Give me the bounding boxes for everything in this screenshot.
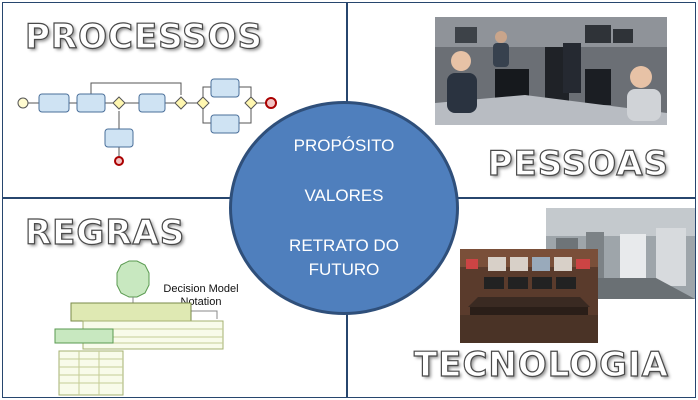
bpmn-diagram [17, 78, 277, 166]
center-circle: PROPÓSITO VALORES RETRATO DO FUTURO [229, 101, 459, 315]
center-retrato-line2: FUTURO [308, 260, 380, 279]
dmn-diagram [54, 260, 224, 396]
control-room-photo [460, 249, 598, 343]
pessoas-title: PESSOAS [487, 143, 669, 184]
center-retrato-line1: RETRATO DO [289, 236, 399, 255]
center-proposito: PROPÓSITO [293, 136, 395, 155]
factory-photo [546, 208, 695, 299]
office-photo [435, 17, 667, 125]
center-valores: VALORES [304, 186, 384, 205]
quadrant-tecnologia: TECNOLOGIA [347, 198, 696, 398]
quadrant-processos: PROCESSOS [2, 2, 347, 198]
regras-title: REGRAS [24, 212, 186, 253]
processos-title: PROCESSOS [24, 16, 264, 57]
tecnologia-title: TECNOLOGIA [413, 344, 669, 385]
dmn-caption-line1: Decision Model [163, 283, 239, 295]
